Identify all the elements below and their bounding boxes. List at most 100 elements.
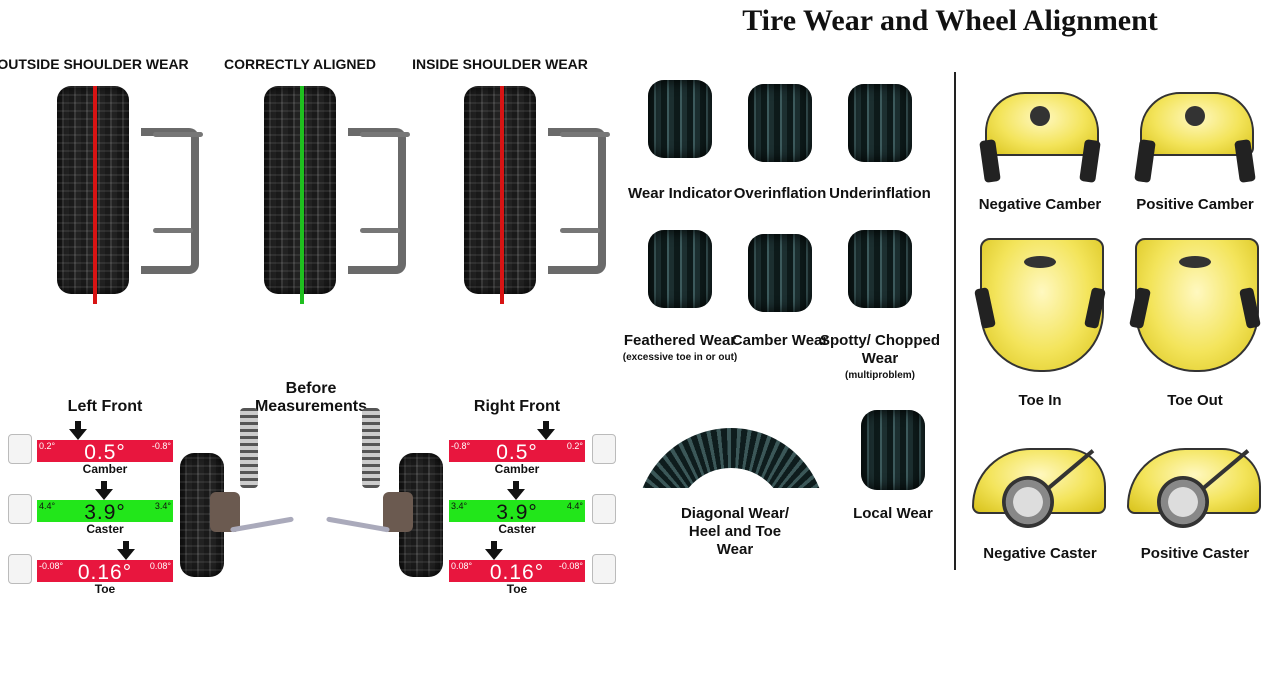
gauge-min-value: 4.4° [39, 501, 56, 511]
pointer-arrow-icon [69, 421, 87, 440]
lower-arm-icon [560, 228, 600, 233]
lower-arm-icon [360, 228, 400, 233]
gauge-max-value: 3.4° [154, 501, 171, 511]
suspension-bracket-icon [548, 128, 606, 274]
wear-tire-image [648, 80, 712, 158]
gauge-min-value: -0.08° [39, 561, 64, 571]
wear-title: Spotty/ Chopped Wear [820, 332, 940, 367]
left-front-title: Left Front [67, 398, 143, 415]
gauge-label: Toe [94, 582, 116, 596]
wear-label: Diagonal Wear/ Heel and Toe Wear [675, 505, 795, 559]
alignment-label: Positive Caster [1140, 545, 1250, 562]
gauge-label: Caster [498, 522, 536, 536]
wear-title: Wear Indicator [628, 185, 732, 202]
wear-label: Feathered Wear (excessive toe in or out) [620, 332, 740, 366]
wear-note: (excessive toe in or out) [622, 352, 738, 363]
upper-arm-icon [560, 132, 610, 137]
suspension-bracket-icon [141, 128, 199, 274]
wear-label: Camber Wear [720, 332, 840, 350]
alignment-label: Negative Caster [983, 545, 1097, 562]
gauge-label: Toe [506, 582, 528, 596]
side-diagram-icon [592, 494, 616, 524]
wear-title: Local Wear [853, 505, 933, 522]
gauge-label: Camber [82, 462, 128, 476]
gauge-max-value: -0.8° [151, 441, 171, 451]
steering-wheel-icon [1024, 256, 1056, 268]
wear-title: Diagonal Wear/ Heel and Toe Wear [680, 505, 790, 558]
gauge-bar-toe: -0.08° 0.08° 0.16° [37, 560, 173, 584]
gauge-value: 3.9° [496, 501, 538, 524]
gauge-bar-camber: 0.2° -0.8° 0.5° [37, 440, 173, 464]
wheel-hub-icon [1002, 476, 1054, 528]
wear-title: Overinflation [733, 185, 827, 202]
tire-view-label: INSIDE SHOULDER WEAR [412, 56, 588, 72]
wear-tire-image [861, 410, 925, 490]
wear-title: Camber Wear [731, 332, 829, 349]
wear-note: (multiproblem) [845, 370, 915, 381]
wear-tire-image [648, 230, 712, 308]
alignment-line [300, 86, 304, 304]
gauge-max-value: 0.2° [566, 441, 583, 451]
wheel-left [1134, 139, 1156, 183]
left-strut-icon [240, 408, 258, 488]
side-diagram-icon [8, 554, 32, 584]
gauge-value: 0.16° [489, 561, 545, 584]
pointer-arrow-icon [507, 481, 525, 500]
right-control-arm [326, 516, 390, 533]
upper-arm-icon [153, 132, 203, 137]
gauge-label: Camber [494, 462, 540, 476]
right-front-title: Right Front [473, 398, 561, 415]
wear-label: Wear Indicator [620, 185, 740, 203]
gauge-value: 3.9° [84, 501, 126, 524]
right-strut-icon [362, 408, 380, 488]
left-wheel [180, 453, 224, 577]
gauge-max-value: -0.08° [558, 561, 583, 571]
wear-label: Underinflation [820, 185, 940, 203]
measurements-title: Before Measurements [254, 380, 368, 415]
gauge-bar-caster: 3.4° 4.4° 3.9° [449, 500, 585, 524]
gauge-min-value: 3.4° [451, 501, 468, 511]
alignment-line [93, 86, 97, 304]
wear-label: Local Wear [833, 505, 953, 523]
side-diagram-icon [592, 434, 616, 464]
upper-arm-icon [360, 132, 410, 137]
pointer-arrow-icon [117, 541, 135, 560]
gauge-min-value: -0.8° [451, 441, 471, 451]
gauge-max-value: 4.4° [566, 501, 583, 511]
left-rotor-icon [210, 492, 240, 532]
gauge-min-value: 0.2° [39, 441, 56, 451]
wear-title: Underinflation [829, 185, 931, 202]
alignment-label: Toe In [1018, 392, 1062, 409]
gauge-value: 0.5° [84, 441, 126, 464]
side-diagram-icon [8, 434, 32, 464]
wear-tire-image [748, 84, 812, 162]
side-diagram-icon [592, 554, 616, 584]
right-rotor-icon [383, 492, 413, 532]
divider [954, 72, 956, 570]
side-diagram-icon [8, 494, 32, 524]
wear-tire-image [748, 234, 812, 312]
wear-label: Overinflation [720, 185, 840, 203]
suspension-bracket-icon [348, 128, 406, 274]
tire-view-label: OUTSIDE SHOULDER WEAR [0, 56, 189, 72]
alignment-line [500, 86, 504, 304]
gauge-value: 0.5° [496, 441, 538, 464]
page-title: Tire Wear and Wheel Alignment [742, 4, 1158, 37]
wear-title: Feathered Wear [623, 332, 737, 349]
lower-arm-icon [153, 228, 193, 233]
steering-wheel-icon [1030, 106, 1050, 126]
tire-inner [676, 468, 786, 548]
pointer-arrow-icon [95, 481, 113, 500]
gauge-label: Caster [86, 522, 124, 536]
gauge-value: 0.16° [77, 561, 133, 584]
pointer-arrow-icon [537, 421, 555, 440]
gauge-bar-camber: -0.8° 0.2° 0.5° [449, 440, 585, 464]
wear-tire-image [848, 84, 912, 162]
wear-label: Spotty/ Chopped Wear (multiproblem) [820, 332, 940, 384]
gauge-min-value: 0.08° [451, 561, 473, 571]
alignment-label: Toe Out [1167, 392, 1223, 409]
alignment-label: Negative Camber [978, 196, 1102, 213]
gauge-max-value: 0.08° [149, 561, 171, 571]
steering-wheel-icon [1185, 106, 1205, 126]
steering-wheel-icon [1179, 256, 1211, 268]
